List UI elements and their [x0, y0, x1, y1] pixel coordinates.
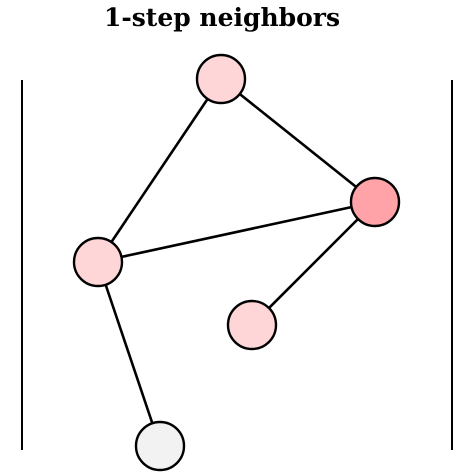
nodes-group	[72, 53, 401, 472]
edge-n-top-n-right	[220, 77, 376, 204]
edge-n-right-n-mid	[251, 201, 376, 326]
node-left	[72, 236, 124, 288]
node-right	[349, 176, 401, 228]
edge-n-left-n-bottom	[96, 261, 162, 447]
node-bottom	[134, 420, 186, 472]
edge-n-left-n-right	[97, 200, 376, 264]
node-top	[195, 53, 247, 105]
edge-n-top-n-left	[96, 78, 223, 263]
edges-group	[96, 77, 376, 447]
node-mid	[226, 299, 278, 351]
diagram-title: 1-step neighbors	[104, 3, 340, 32]
